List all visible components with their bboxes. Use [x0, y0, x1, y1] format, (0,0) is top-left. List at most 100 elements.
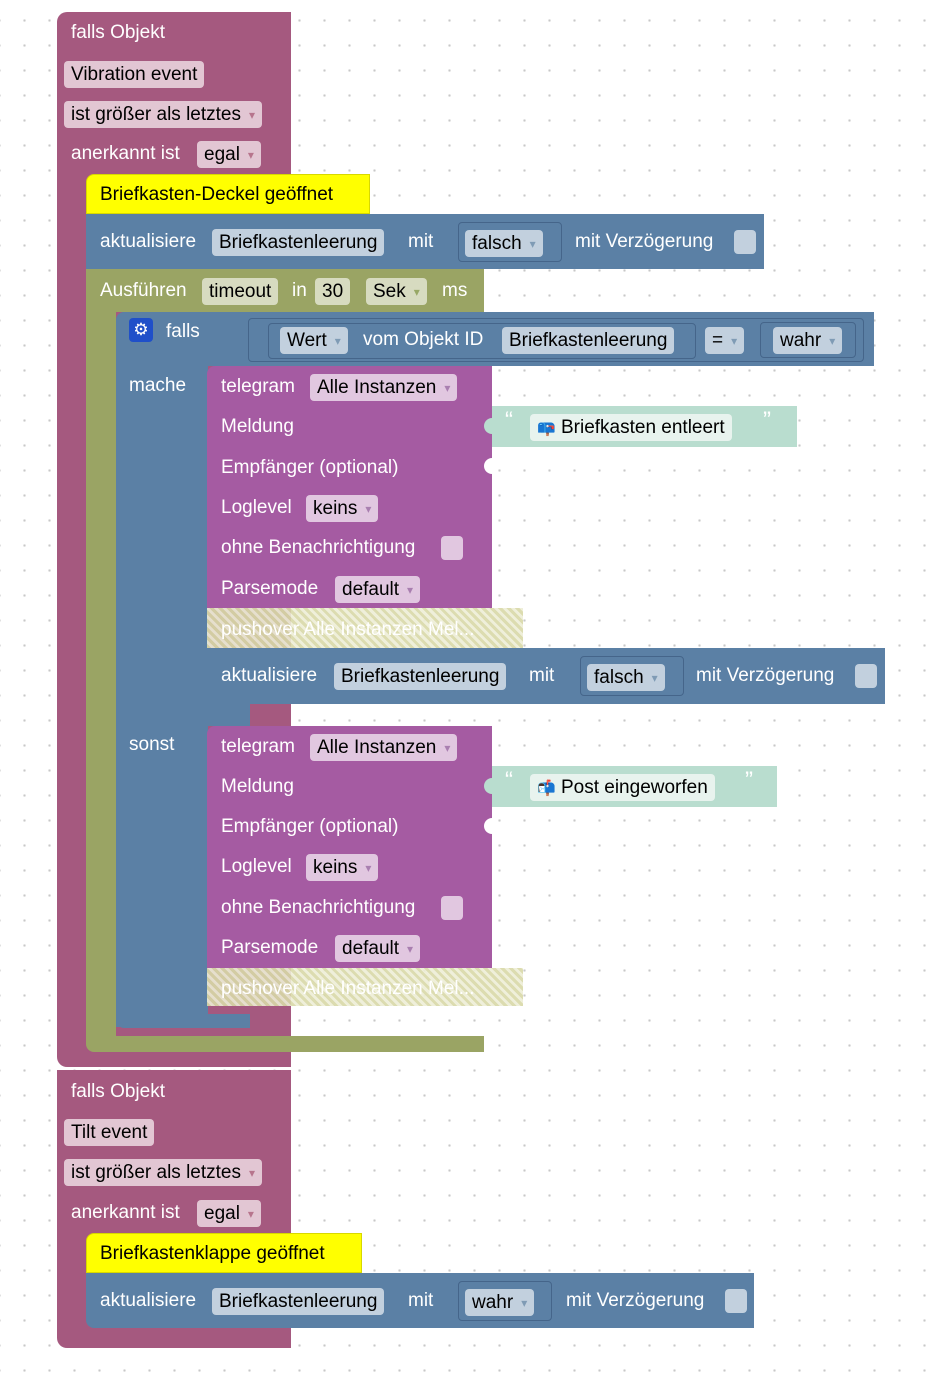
mailbox-empty-icon: 📪 — [537, 420, 556, 437]
update2-delay-label: mit Verzögerung — [566, 1290, 705, 1311]
trigger2-ack-label: anerkannt ist — [71, 1202, 180, 1223]
telegram-parsemode-label: Parsemode — [221, 578, 319, 599]
telegram-else-parsemode-dropdown[interactable]: default — [335, 935, 421, 962]
trigger2-object-field[interactable]: Tilt event — [64, 1119, 155, 1146]
telegram-message-label: Meldung — [221, 416, 294, 437]
update2-value-dropdown[interactable]: wahr — [465, 1289, 535, 1316]
pushover-label: pushover Alle Instanzen Mel... — [221, 619, 475, 640]
telegram-else-recipient-label: Empfänger (optional) — [221, 816, 399, 837]
update-delay-checkbox[interactable] — [734, 230, 756, 254]
comment-text: Briefkasten-Deckel geöffnet — [100, 184, 334, 205]
timeout-in-label: in — [292, 280, 307, 301]
telegram-else-silent-label: ohne Benachrichtigung — [221, 897, 416, 918]
condition-prop-socket — [268, 323, 696, 359]
trigger-ack-label: anerkannt ist — [71, 143, 180, 164]
update-delay-label: mit Verzögerung — [575, 231, 714, 252]
condition-prop-dropdown[interactable]: Wert — [280, 327, 348, 354]
telegram-block-do[interactable] — [207, 366, 492, 608]
text-value-2: Post eingeworfen — [560, 777, 708, 798]
if-block-bottom — [116, 1014, 250, 1028]
update-do-with-label: mit — [529, 665, 555, 686]
quote-close-icon-2: ” — [745, 767, 753, 794]
condition-value-dropdown[interactable]: wahr — [773, 327, 843, 354]
if-label: falls — [166, 321, 200, 342]
comment2-text: Briefkastenklappe geöffnet — [100, 1243, 325, 1264]
telegram-else-instances-dropdown[interactable]: Alle Instanzen — [310, 734, 458, 761]
telegram-loglevel-dropdown[interactable]: keins — [306, 495, 379, 522]
condition-object-field[interactable]: Briefkastenleerung — [502, 327, 675, 354]
update2-label: aktualisiere — [100, 1290, 197, 1311]
telegram-instances-dropdown[interactable]: Alle Instanzen — [310, 374, 458, 401]
update2-with-label: mit — [408, 1290, 434, 1311]
trigger2-ack-dropdown[interactable]: egal — [197, 1200, 261, 1227]
telegram-loglevel-label: Loglevel — [221, 497, 292, 518]
text-field-eingeworfen[interactable]: 📬 Post eingeworfen — [530, 774, 715, 801]
update-do-delay-label: mit Verzögerung — [696, 665, 835, 686]
quote-open-icon: “ — [505, 407, 513, 434]
telegram-silent-checkbox[interactable] — [441, 536, 463, 560]
telegram-silent-label: ohne Benachrichtigung — [221, 537, 416, 558]
condition-op-dropdown[interactable]: = — [705, 327, 745, 354]
timeout-block-bottom — [86, 1036, 484, 1052]
timeout-amount-field[interactable]: 30 — [315, 278, 351, 305]
trigger-ack-dropdown[interactable]: egal — [197, 141, 261, 168]
comment-block-deckel[interactable] — [86, 174, 370, 214]
update2-value-socket — [458, 1281, 552, 1321]
timeout-ms-label: ms — [442, 280, 468, 301]
do-label: mache — [129, 375, 187, 396]
telegram-parsemode-dropdown[interactable]: default — [335, 576, 421, 603]
telegram-else-parsemode-label: Parsemode — [221, 937, 319, 958]
update2-target-field[interactable]: Briefkastenleerung — [212, 1288, 385, 1315]
update-label: aktualisiere — [100, 231, 197, 252]
update-do-label: aktualisiere — [221, 665, 318, 686]
update-value-dropdown[interactable]: falsch — [465, 230, 543, 257]
else-label: sonst — [129, 734, 175, 755]
telegram-else-message-label: Meldung — [221, 776, 294, 797]
if-block-mid — [116, 704, 250, 726]
timeout-block-left — [86, 312, 116, 1036]
recipient-socket — [484, 458, 494, 474]
text-field-entleert[interactable]: 📪 Briefkasten entleert — [530, 414, 732, 441]
comment-block-klappe[interactable] — [86, 1233, 362, 1273]
quote-open-icon-2: “ — [505, 767, 513, 794]
condition-of-label: vom Objekt ID — [363, 329, 484, 350]
telegram-else-loglevel-dropdown[interactable]: keins — [306, 854, 379, 881]
timeout-unit-dropdown[interactable]: Sek — [366, 278, 427, 305]
condition-outer-socket — [248, 318, 864, 362]
update-do-delay-checkbox[interactable] — [855, 664, 877, 688]
update-with-label: mit — [408, 231, 434, 252]
telegram-else-label: telegram — [221, 736, 295, 757]
pushover-block-else[interactable] — [207, 968, 523, 1006]
telegram-recipient-label: Empfänger (optional) — [221, 457, 399, 478]
update2-delay-checkbox[interactable] — [725, 1289, 747, 1313]
if-block-left — [116, 366, 208, 1027]
update-do-value-socket — [580, 656, 684, 696]
message-socket — [484, 418, 494, 434]
update-block-do[interactable] — [207, 648, 885, 704]
else-recipient-socket — [484, 818, 494, 834]
if-block[interactable] — [116, 312, 874, 366]
quote-close-icon: ” — [763, 407, 771, 434]
mailbox-full-icon: 📬 — [537, 780, 556, 797]
timeout-name-field[interactable]: timeout — [202, 278, 279, 305]
text-value: Briefkasten entleert — [560, 417, 725, 438]
telegram-else-silent-checkbox[interactable] — [441, 896, 463, 920]
condition-value-socket — [760, 322, 856, 358]
update-do-target-field[interactable]: Briefkastenleerung — [334, 663, 507, 690]
telegram-label: telegram — [221, 376, 295, 397]
gear-icon[interactable]: ⚙ — [129, 318, 153, 342]
telegram-block-else[interactable] — [207, 726, 492, 968]
trigger-head-label: falls Objekt — [71, 22, 165, 43]
trigger2-head-label: falls Objekt — [71, 1081, 165, 1102]
telegram-else-loglevel-label: Loglevel — [221, 856, 292, 877]
trigger2-compare-dropdown[interactable]: ist größer als letztes — [64, 1159, 263, 1186]
update-do-value-dropdown[interactable]: falsch — [587, 664, 665, 691]
update-block-1[interactable] — [86, 214, 764, 269]
else-message-socket — [484, 778, 494, 794]
pushover-block-do[interactable] — [207, 608, 523, 648]
timeout-label: Ausführen — [100, 280, 187, 301]
update-target-field[interactable]: Briefkastenleerung — [212, 229, 385, 256]
update-block-2[interactable] — [86, 1273, 754, 1328]
trigger-object-field[interactable]: Vibration event — [64, 61, 205, 88]
trigger-compare-dropdown[interactable]: ist größer als letztes — [64, 101, 263, 128]
